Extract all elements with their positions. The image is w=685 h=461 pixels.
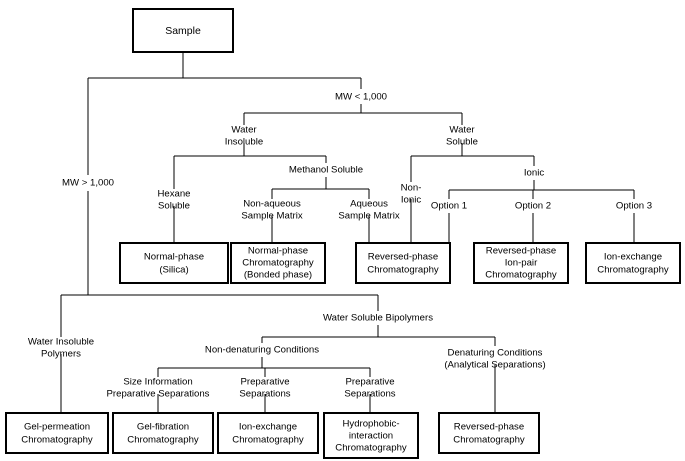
- label-aqueous-line2: Sample Matrix: [338, 211, 400, 222]
- label-water-insoluble-polymers-line1: Water Insoluble: [28, 337, 94, 348]
- label-methanol-soluble: Methanol Soluble: [289, 165, 363, 176]
- label-non-ionic-line2: Ionic: [401, 195, 421, 206]
- hydrophobic-interaction-line1: Hydrophobic-: [342, 419, 399, 430]
- label-preparative-separations-1-line1: Preparative: [240, 377, 289, 388]
- normal-phase-bonded-line1: Normal-phase: [248, 246, 308, 257]
- normal-phase-silica-line1: Normal-phase: [144, 252, 204, 263]
- node-reversed-phase-top[interactable]: Reversed-phase Chromatography: [354, 241, 452, 285]
- reversed-phase-bottom-box[interactable]: [437, 411, 541, 455]
- gel-fibration-line2: Chromatography: [127, 435, 199, 446]
- label-water-soluble-bipolymers: Water Soluble Bipolymers: [323, 313, 433, 324]
- gel-permeation-box[interactable]: [4, 411, 110, 455]
- label-preparative-separations-1-line2: Separations: [239, 389, 290, 400]
- reversed-phase-ion-pair-line3: Chromatography: [485, 270, 557, 281]
- gel-permeation-line2: Chromatography: [21, 435, 93, 446]
- node-hydrophobic-interaction[interactable]: Hydrophobic- interaction Chromatography: [322, 411, 420, 460]
- label-size-information-line1: Size Information: [123, 377, 192, 388]
- node-ion-exchange-top[interactable]: Ion-exchange Chromatography: [584, 241, 682, 285]
- label-hexane-soluble-line1: Hexane: [157, 189, 190, 200]
- connector-lines: [60, 52, 635, 413]
- reversed-phase-top-line1: Reversed-phase: [368, 252, 438, 263]
- ion-exchange-bottom-box[interactable]: [216, 411, 320, 455]
- reversed-phase-ion-pair-line2: Ion-pair: [505, 258, 538, 269]
- reversed-phase-ion-pair-line1: Reversed-phase: [486, 246, 556, 257]
- label-water-soluble-line1: Water: [449, 125, 475, 136]
- label-non-denaturing-conditions: Non-denaturing Conditions: [205, 345, 319, 356]
- label-mw-less-than-1000: MW < 1,000: [335, 92, 387, 103]
- node-gel-fibration[interactable]: Gel-fibration Chromatography: [111, 411, 215, 455]
- node-sample[interactable]: Sample: [131, 7, 235, 54]
- sample-box-label: Sample: [165, 25, 201, 37]
- label-water-soluble-line2: Soluble: [446, 137, 478, 148]
- hydrophobic-interaction-line2: interaction: [349, 431, 393, 442]
- label-option-3: Option 3: [616, 201, 652, 212]
- gel-fibration-box[interactable]: [111, 411, 215, 455]
- normal-phase-bonded-line3: (Bonded phase): [244, 270, 312, 281]
- label-denaturing-conditions-line1: Denaturing Conditions: [448, 348, 543, 359]
- label-aqueous-line1: Aqueous: [350, 199, 388, 210]
- ion-exchange-bottom-line1: Ion-exchange: [239, 422, 297, 433]
- node-reversed-phase-bottom[interactable]: Reversed-phase Chromatography: [437, 411, 541, 455]
- label-water-insoluble-polymers-line2: Polymers: [41, 349, 81, 360]
- label-mw-greater-than-1000: MW > 1,000: [62, 178, 114, 189]
- reversed-phase-bottom-line1: Reversed-phase: [454, 422, 524, 433]
- label-option-2: Option 2: [515, 201, 551, 212]
- normal-phase-bonded-box[interactable]: [229, 241, 327, 285]
- label-preparative-separations-2-line1: Preparative: [345, 377, 394, 388]
- decision-labels: MW < 1,000 MW > 1,000 Water Insoluble Wa…: [28, 92, 652, 400]
- node-normal-phase-bonded[interactable]: Normal-phase Chromatography (Bonded phas…: [229, 241, 327, 285]
- node-reversed-phase-ion-pair[interactable]: Reversed-phase Ion-pair Chromatography: [472, 241, 570, 285]
- reversed-phase-top-line2: Chromatography: [367, 265, 439, 276]
- label-non-aqueous-line2: Sample Matrix: [241, 211, 303, 222]
- gel-fibration-line1: Gel-fibration: [137, 422, 189, 433]
- hydrophobic-interaction-line3: Chromatography: [335, 443, 407, 454]
- reversed-phase-ion-pair-box[interactable]: [472, 241, 570, 285]
- sample-box[interactable]: [131, 7, 235, 54]
- reversed-phase-bottom-line2: Chromatography: [453, 435, 525, 446]
- label-preparative-separations-2-line2: Separations: [344, 389, 395, 400]
- reversed-phase-top-box[interactable]: [354, 241, 452, 285]
- label-hexane-soluble-line2: Soluble: [158, 201, 190, 212]
- label-ionic: Ionic: [524, 168, 544, 179]
- label-size-information-line2: Preparative Separations: [107, 389, 210, 400]
- node-ion-exchange-bottom[interactable]: Ion-exchange Chromatography: [216, 411, 320, 455]
- label-option-1: Option 1: [431, 201, 467, 212]
- ion-exchange-bottom-line2: Chromatography: [232, 435, 304, 446]
- normal-phase-silica-line2: (Silica): [159, 265, 188, 276]
- label-water-insoluble-line2: Insoluble: [225, 137, 263, 148]
- ion-exchange-top-line2: Chromatography: [597, 265, 669, 276]
- node-normal-phase-silica[interactable]: Normal-phase (Silica): [118, 241, 230, 285]
- label-non-ionic-line1: Non-: [401, 183, 422, 194]
- hydrophobic-interaction-box[interactable]: [322, 411, 420, 460]
- node-gel-permeation[interactable]: Gel-permeation Chromatography: [4, 411, 110, 455]
- label-denaturing-conditions-line2: (Analytical Separations): [444, 360, 545, 371]
- label-non-aqueous-line1: Non-aqueous: [243, 199, 301, 210]
- ion-exchange-top-line1: Ion-exchange: [604, 252, 662, 263]
- normal-phase-silica-box[interactable]: [118, 241, 230, 285]
- label-water-insoluble-line1: Water: [231, 125, 257, 136]
- ion-exchange-top-box[interactable]: [584, 241, 682, 285]
- normal-phase-bonded-line2: Chromatography: [242, 258, 314, 269]
- gel-permeation-line1: Gel-permeation: [24, 422, 90, 433]
